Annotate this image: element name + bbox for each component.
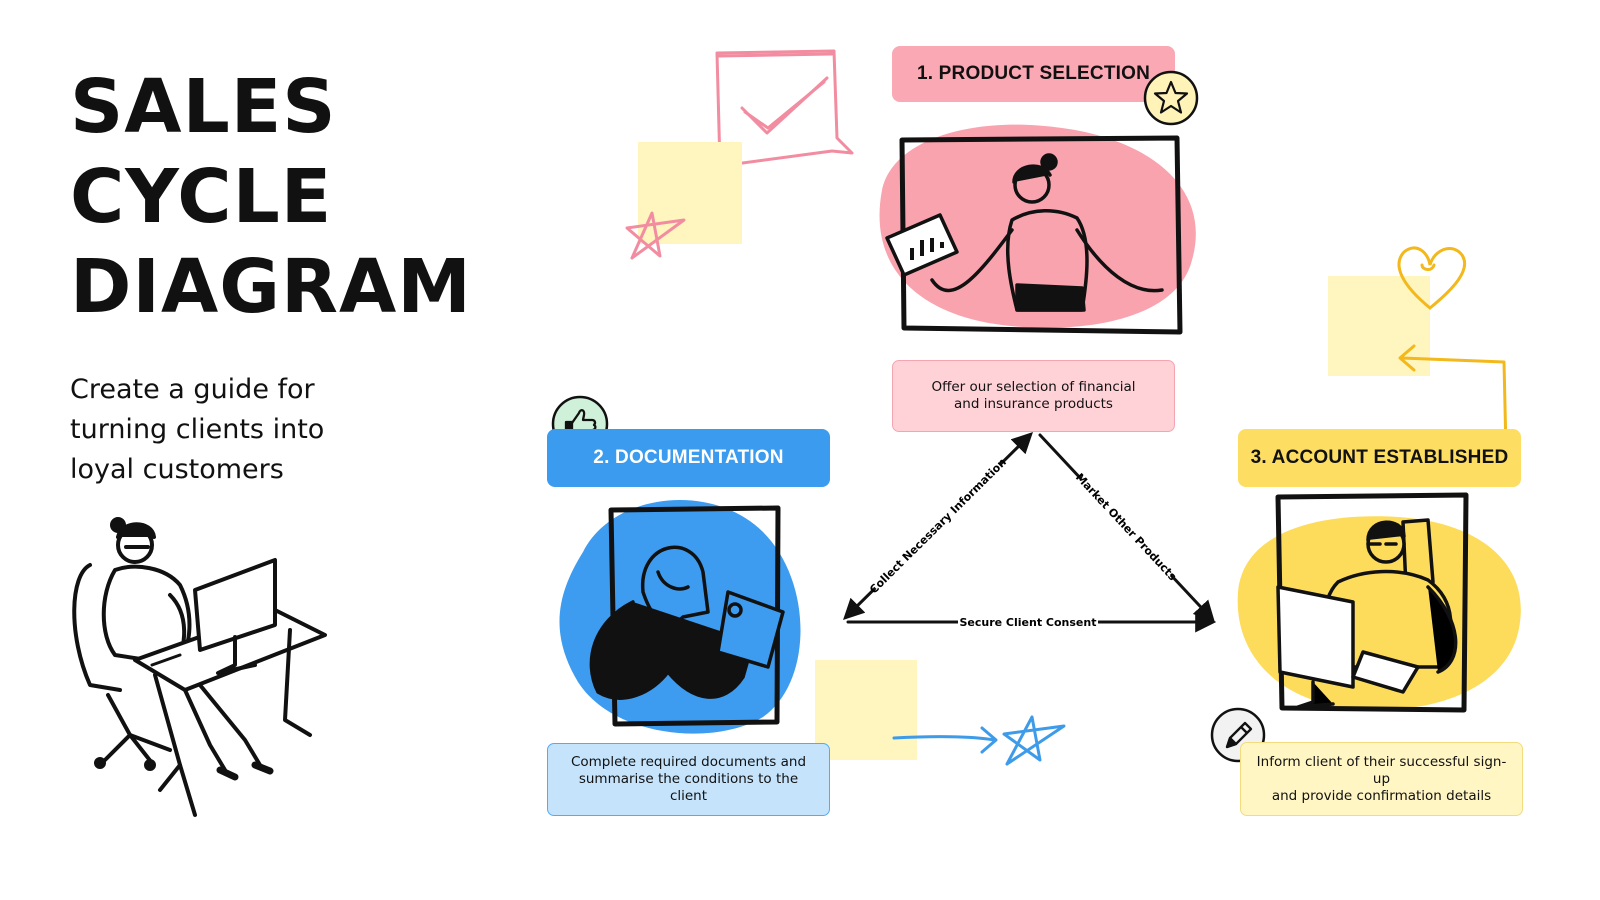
heart-doodle [1397, 246, 1467, 310]
edge-left-label: Collect Necessary Information [867, 456, 1009, 597]
step-2-illustration [559, 499, 801, 734]
edge-right-label: Market Other Products [1073, 471, 1179, 584]
page-title: SALES CYCLE DIAGRAM [70, 62, 490, 332]
step-1-header: 1. PRODUCT SELECTION [892, 46, 1175, 102]
title-line-1: SALES [70, 64, 337, 150]
step-3-description: Inform client of their successful sign-u… [1240, 742, 1523, 816]
edge-bottom-label: Secure Client Consent [959, 616, 1096, 629]
step-3-header: 3. ACCOUNT ESTABLISHED [1238, 429, 1521, 487]
title-line-3: DIAGRAM [70, 244, 472, 330]
star-badge [1143, 70, 1199, 126]
cycle-triangle: Secure Client Consent Collect Necessary … [843, 432, 1217, 633]
step-1-description: Offer our selection of financial and ins… [892, 360, 1175, 432]
step-2-header: 2. DOCUMENTATION [547, 429, 830, 487]
step-2-description-text: Complete required documents and summaris… [570, 754, 807, 804]
star-doodle-pink [625, 211, 686, 260]
step-2-description: Complete required documents and summaris… [547, 743, 830, 816]
step-1-illustration [879, 124, 1196, 335]
star-icon [1153, 80, 1189, 114]
step-2-label: 2. DOCUMENTATION [593, 447, 784, 468]
step-3-label: 3. ACCOUNT ESTABLISHED [1250, 447, 1509, 468]
subtitle: Create a guide for turning clients into … [70, 374, 325, 485]
pencil-icon [1225, 721, 1253, 749]
step-1-description-text: Offer our selection of financial and ins… [931, 379, 1136, 412]
title-line-2: CYCLE [70, 154, 333, 240]
step-3-illustration [1237, 492, 1521, 713]
step-3-description-text: Inform client of their successful sign-u… [1256, 753, 1507, 804]
arrow-to-star-doodle [892, 715, 1066, 766]
sticky-note [815, 660, 917, 760]
return-arrow [1398, 344, 1508, 452]
step-1-label: 1. PRODUCT SELECTION [916, 63, 1151, 84]
desk-worker-illustration [72, 517, 327, 817]
